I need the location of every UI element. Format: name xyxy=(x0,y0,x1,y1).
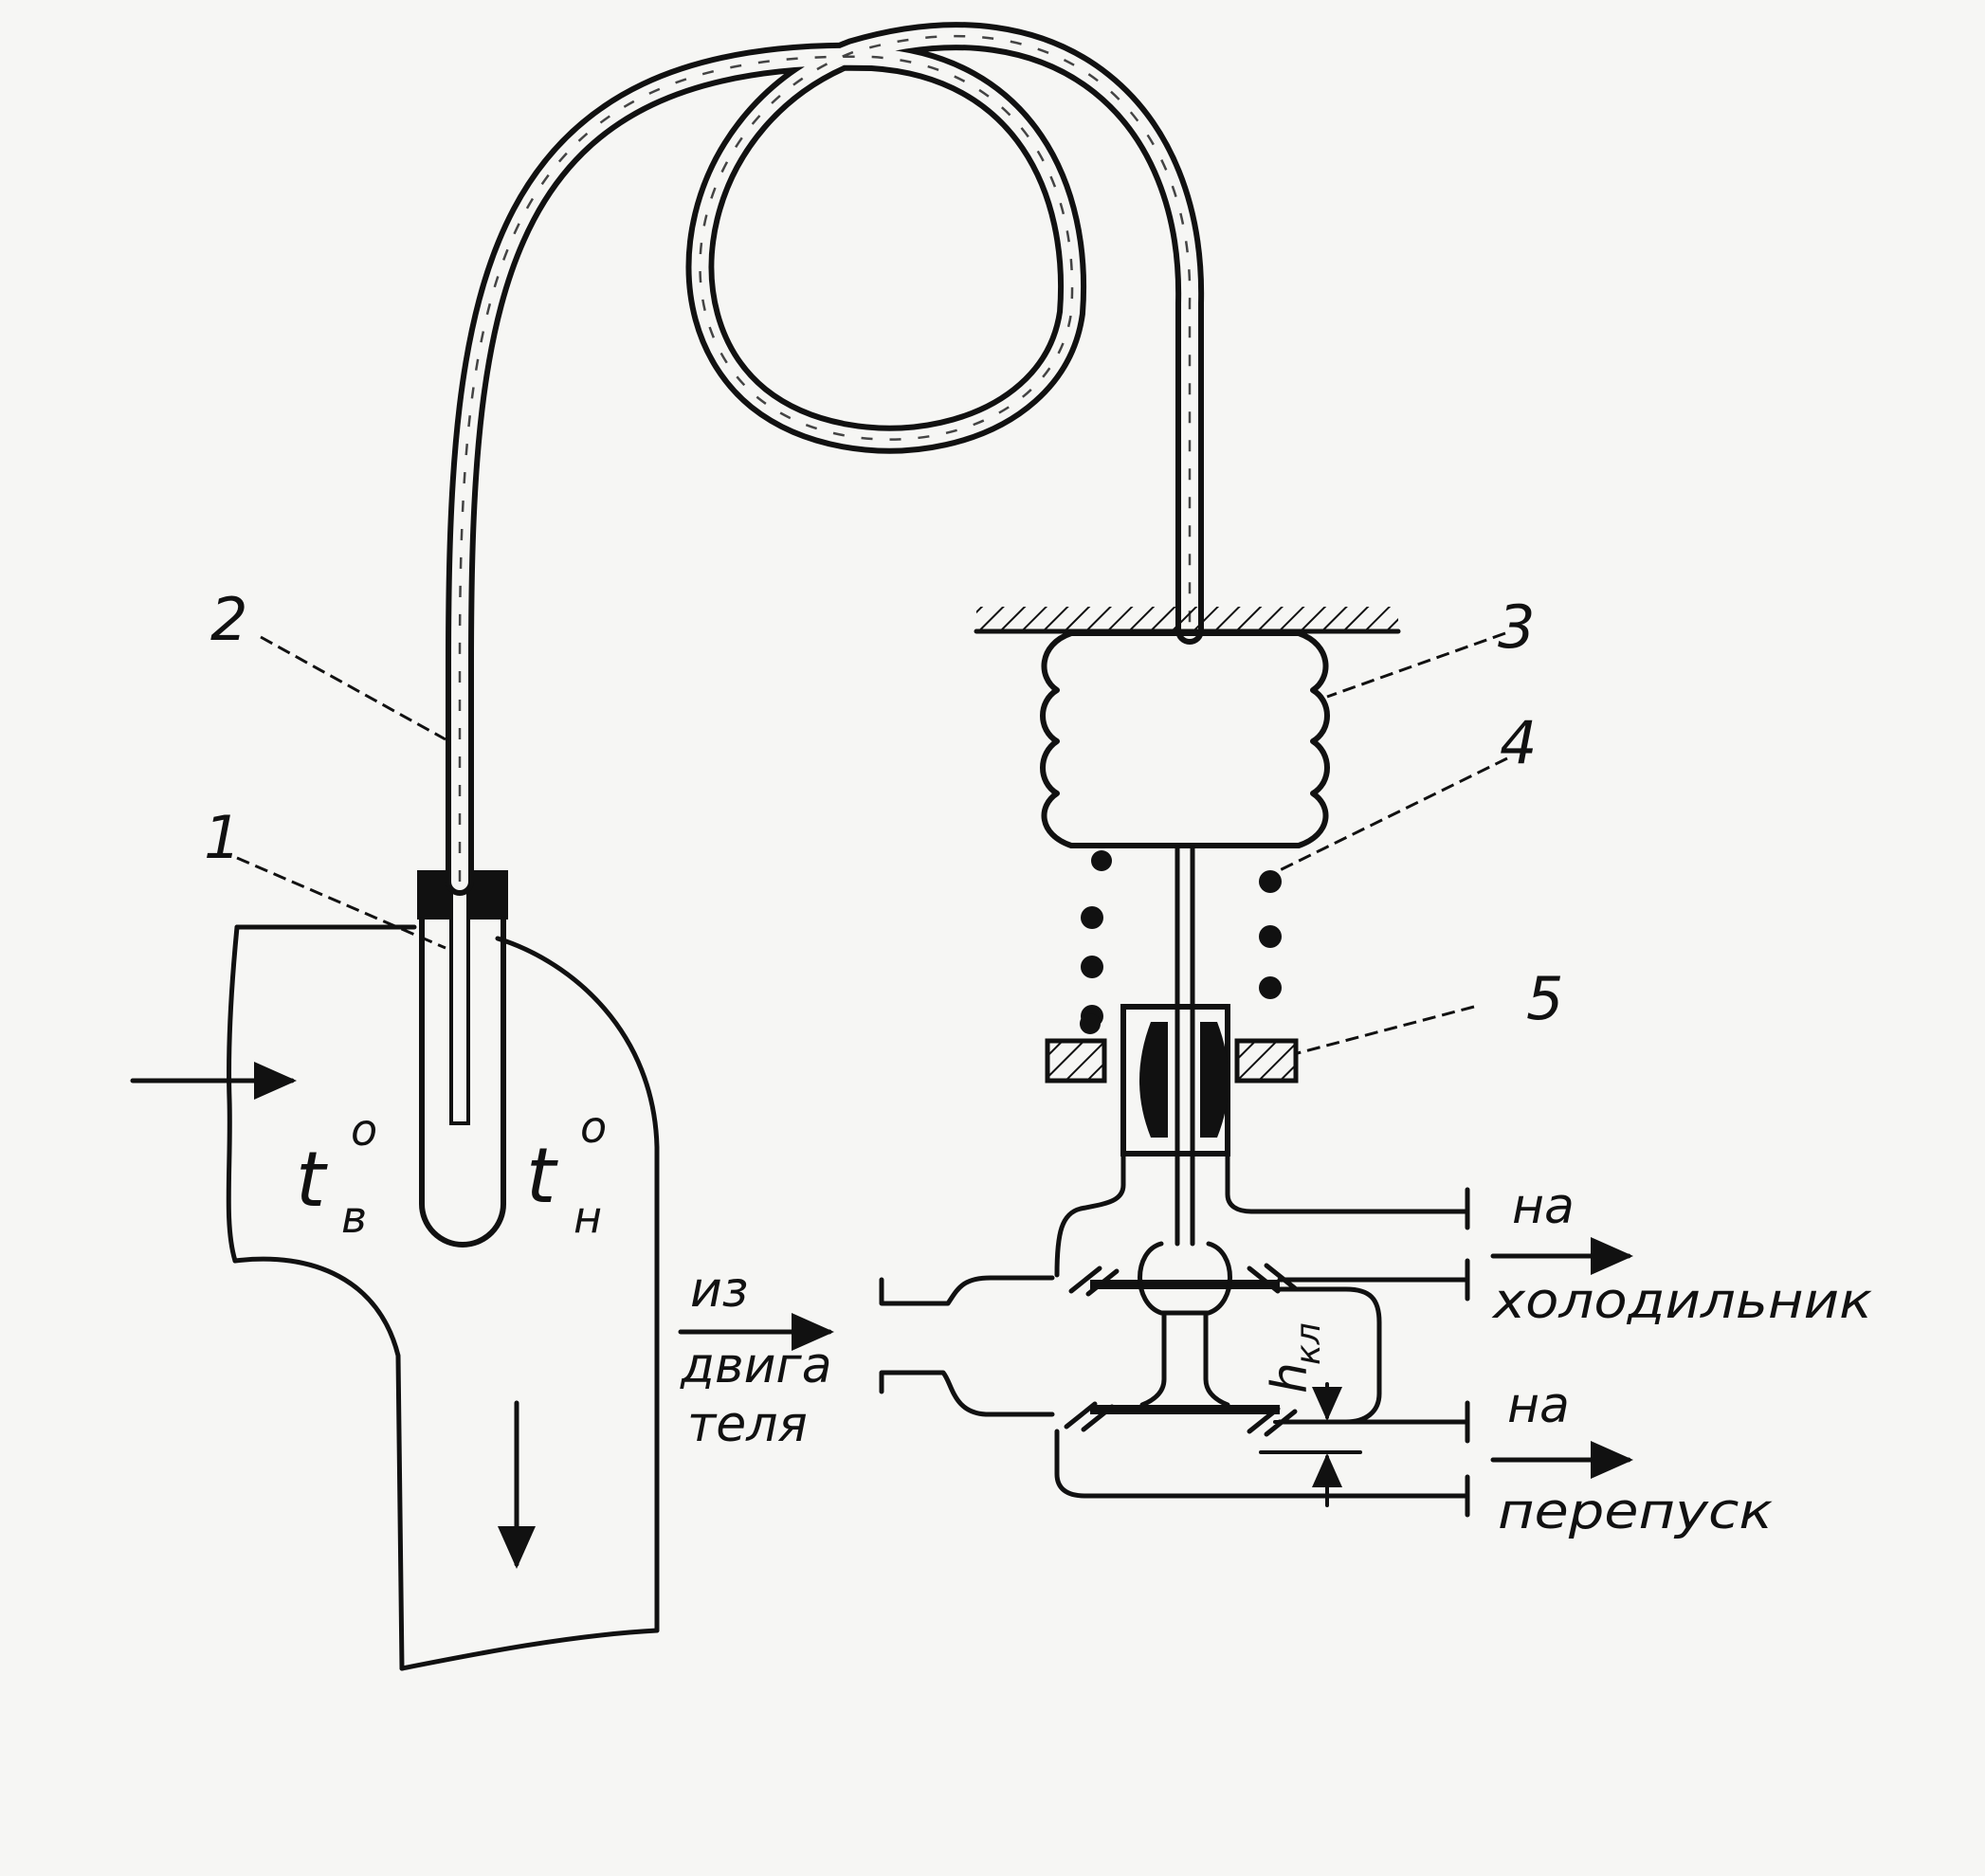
leader-lines xyxy=(236,631,1508,1056)
svg-text:t: t xyxy=(296,1136,328,1224)
sensor-bulb xyxy=(417,870,508,1248)
valve-stem xyxy=(1175,843,1195,1247)
temperature-outlet-label: t o н xyxy=(526,1102,607,1243)
label-to-bypass-2: перепуск xyxy=(1498,1484,1774,1540)
valve-lift-label: h кл xyxy=(1262,1322,1328,1393)
label-to-cooler-1: на xyxy=(1512,1178,1575,1235)
bellows xyxy=(1040,630,1330,848)
bulb-body xyxy=(419,917,506,1248)
label-from: из xyxy=(690,1262,748,1319)
water-passage xyxy=(226,924,660,1671)
capillary-tube xyxy=(446,22,1205,896)
part-number-2: 2 xyxy=(210,585,247,654)
fixed-mount xyxy=(974,607,1401,634)
part-number-3: 3 xyxy=(1498,592,1535,662)
capillary-tip xyxy=(449,880,470,1125)
svg-text:o: o xyxy=(351,1104,377,1156)
label-engine-2: теля xyxy=(687,1396,808,1453)
part-number-4: 4 xyxy=(1500,708,1537,777)
spring xyxy=(1080,850,1282,1034)
temperature-inlet-label: t o в xyxy=(296,1104,377,1243)
svg-text:t: t xyxy=(526,1132,558,1220)
svg-text:o: o xyxy=(580,1102,607,1153)
valve-housing xyxy=(879,1151,1470,1518)
double-valve xyxy=(1090,1241,1280,1414)
stem-guide xyxy=(1045,1004,1299,1157)
svg-text:h: h xyxy=(1262,1362,1319,1393)
label-to-cooler-2: холодильник xyxy=(1491,1273,1873,1330)
svg-text:кл: кл xyxy=(1289,1322,1328,1365)
part-number-1: 1 xyxy=(204,803,241,872)
valve-lift-dimension xyxy=(1259,1382,1362,1507)
svg-text:н: н xyxy=(574,1192,602,1243)
flow-arrows xyxy=(130,1062,1633,1569)
label-engine-1: двига xyxy=(680,1338,832,1394)
part-number-5: 5 xyxy=(1526,964,1563,1033)
svg-text:в: в xyxy=(341,1192,367,1243)
label-to-bypass-1: на xyxy=(1507,1377,1570,1434)
